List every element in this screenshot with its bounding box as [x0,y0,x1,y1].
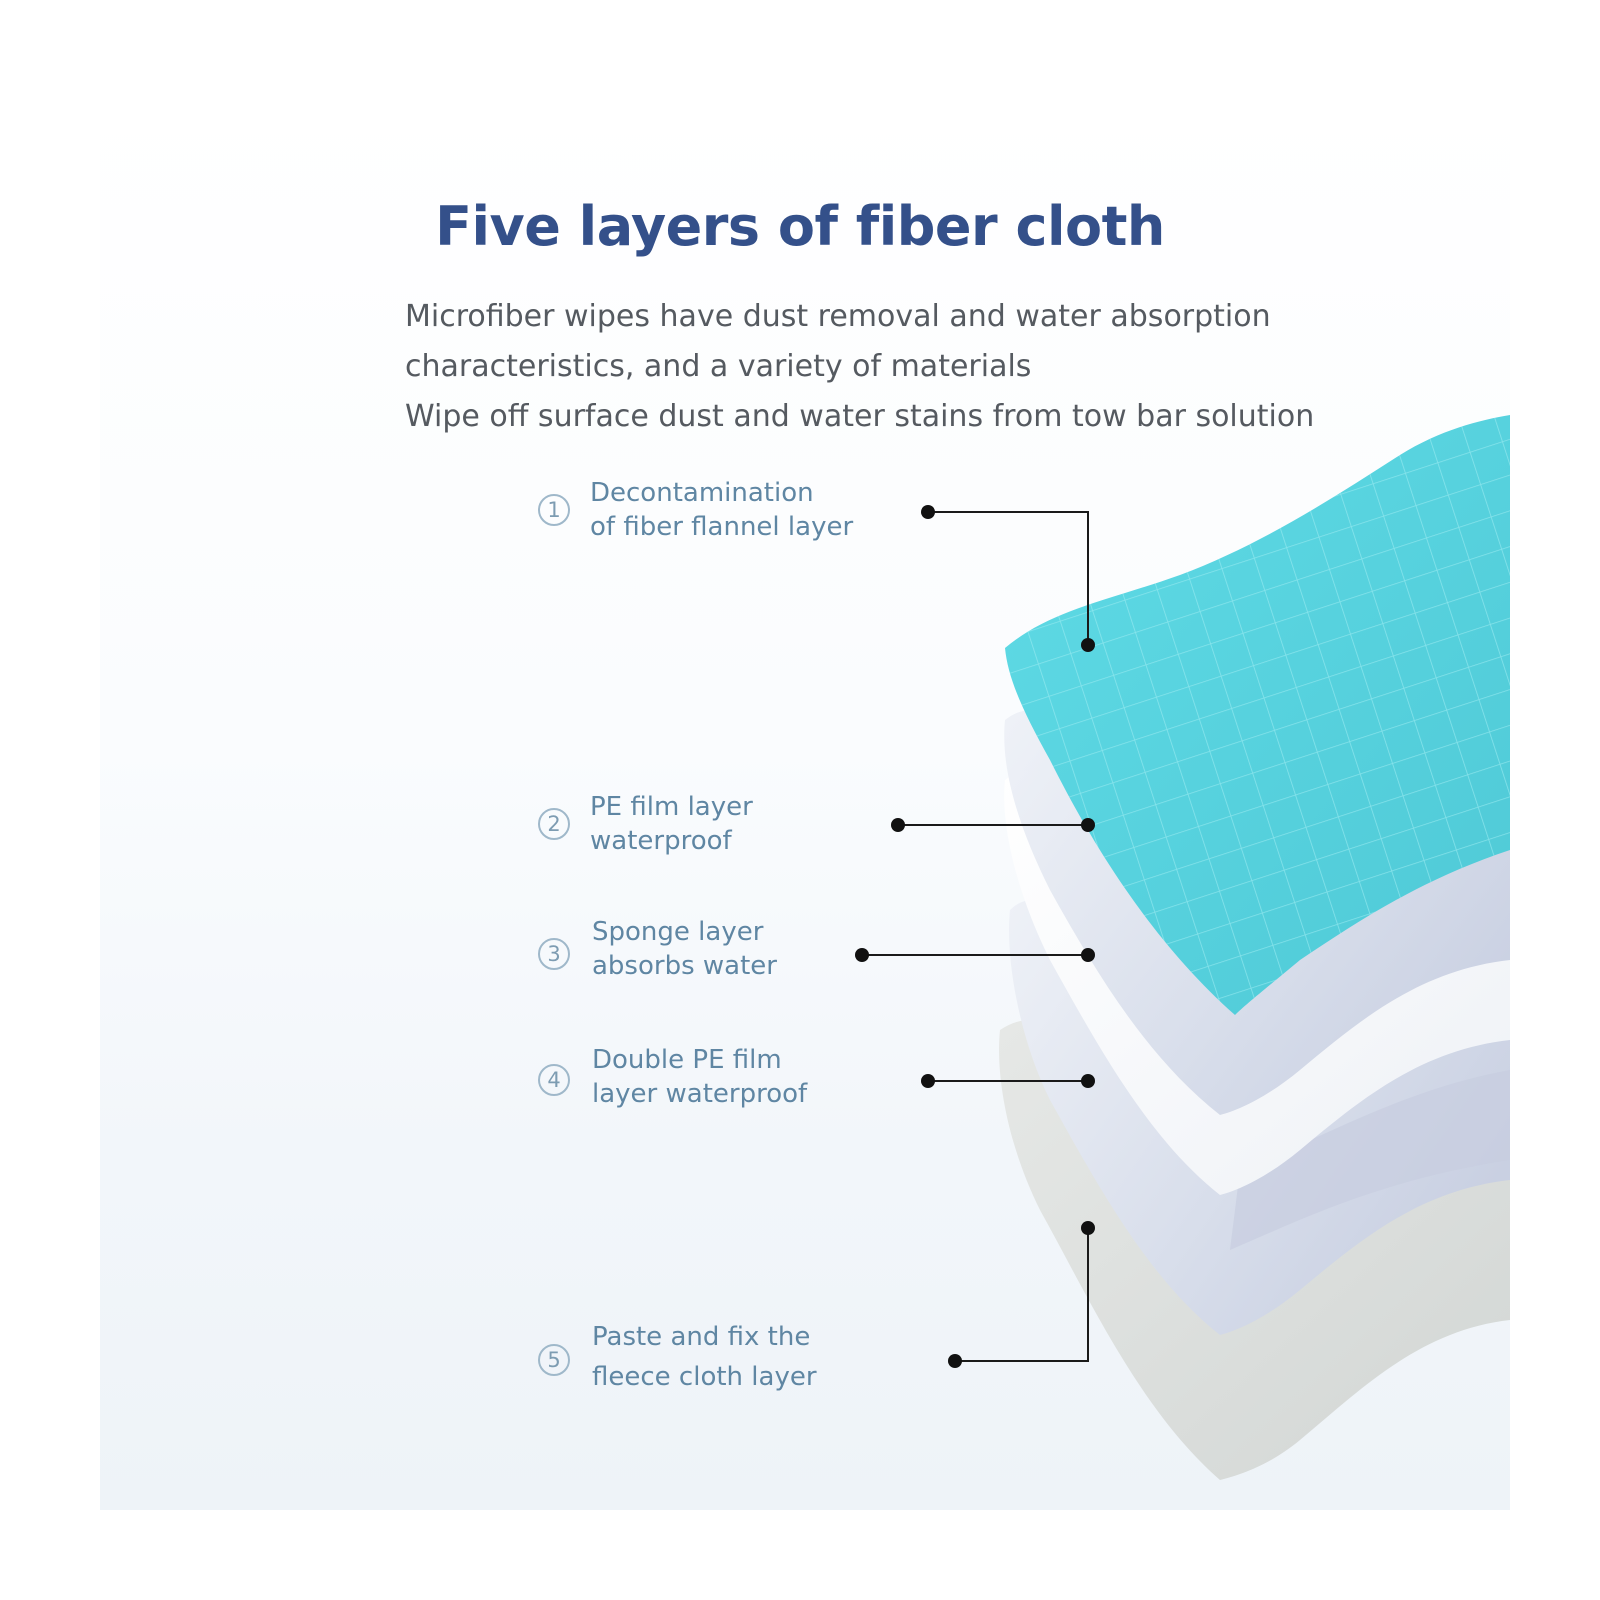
connector-5 [955,1228,1089,1362]
layer-label-line: absorbs water [592,951,777,981]
connector-1 [928,511,1089,645]
description-line: Wipe off surface dust and water stains f… [405,399,1315,434]
layer-label-line: Paste and fix the [592,1322,811,1352]
layer-label-line: Decontamination [590,478,814,508]
layer-number-badge: 5 [538,1344,570,1376]
description: Microfiber wipes have dust removal and w… [405,292,1405,442]
connector-dot [1081,948,1095,962]
connector-dot [948,1354,962,1368]
connector-dot [921,1074,935,1088]
connector-dot [1081,1221,1095,1235]
layer-label-line: waterproof [590,826,732,856]
layer-label-line: PE film layer [590,792,753,822]
description-line: characteristics, and a variety of materi… [405,349,1032,384]
layer-number-badge: 4 [538,1064,570,1096]
layer-label-4: Double PE film layer waterproof [592,1043,1012,1111]
connector-dot [1081,1074,1095,1088]
film-inner-shadow [1230,1070,1510,1250]
connector-dot [891,818,905,832]
layer-number-badge: 2 [538,808,570,840]
connector-lines [862,511,1089,1362]
flannel-grid-texture [1005,415,1510,1015]
connector-dot [1081,638,1095,652]
layer-label-line: of fiber flannel layer [590,512,854,542]
connector-dot [855,948,869,962]
layer-label-2: PE film layer waterproof [590,790,1010,858]
layer-label-5: Paste and fix the fleece cloth layer [592,1317,1012,1397]
connector-dots [855,505,1095,1368]
layer-label-line: Sponge layer [592,917,764,947]
layer-label-1: Decontamination of fiber flannel layer [590,476,1010,544]
layer-label-line: fleece cloth layer [592,1362,817,1392]
layer-label-line: Double PE film [592,1045,782,1075]
layer-number-badge: 1 [538,494,570,526]
layer-number-badge: 3 [538,938,570,970]
layer-label-3: Sponge layer absorbs water [592,915,1012,983]
connector-dot [921,505,935,519]
description-line: Microfiber wipes have dust removal and w… [405,299,1271,334]
layer-label-line: layer waterproof [592,1079,808,1109]
page-title: Five layers of fiber cloth [435,195,1165,258]
connector-dot [1081,818,1095,832]
